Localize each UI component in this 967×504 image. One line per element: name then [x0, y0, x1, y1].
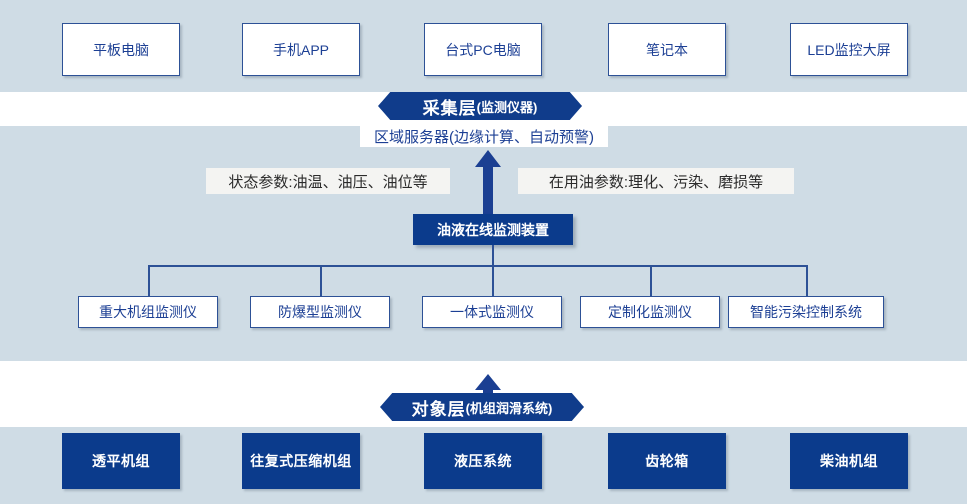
in-service-oil-parameters-text: 在用油参数:理化、污染、磨损等 [548, 173, 764, 191]
connector-horizontal-bus [148, 265, 808, 267]
monitor-box-major-unit[interactable]: 重大机组监测仪 [78, 296, 218, 328]
terminal-box-desktop-pc[interactable]: 台式PC电脑 [424, 23, 542, 76]
equipment-box-turbine-unit[interactable]: 透平机组 [62, 433, 180, 489]
object-layer-subtitle: (机组润滑系统) [465, 400, 553, 416]
terminal-label: 笔记本 [646, 41, 688, 58]
monitor-box-integrated[interactable]: 一体式监测仪 [422, 296, 562, 328]
equipment-box-gearbox[interactable]: 齿轮箱 [608, 433, 726, 489]
edge-server-label: 区域服务器(边缘计算、自动预警) [360, 125, 608, 147]
terminal-label: 手机APP [272, 41, 329, 58]
connector-drop-4 [650, 265, 652, 298]
terminal-label: LED监控大屏 [807, 41, 891, 58]
equipment-label: 往复式压缩机组 [250, 453, 352, 469]
equipment-label: 透平机组 [92, 453, 150, 469]
monitor-label: 防爆型监测仪 [278, 304, 362, 320]
acquisition-layer-banner: 采集层 (监测仪器) [378, 92, 582, 120]
edge-server-text: 区域服务器(边缘计算、自动预警) [374, 128, 594, 146]
monitor-box-smart-contamination-control[interactable]: 智能污染控制系统 [728, 296, 884, 328]
terminal-box-led-screen[interactable]: LED监控大屏 [790, 23, 908, 76]
equipment-label: 齿轮箱 [645, 453, 689, 469]
terminal-label: 平板电脑 [93, 41, 149, 58]
equipment-label: 液压系统 [454, 453, 512, 469]
connector-drop-1 [148, 265, 150, 298]
connector-drop-2 [320, 265, 322, 298]
upward-arrow-to-acquisition [474, 374, 502, 406]
acquisition-layer-title: 采集层 [422, 98, 477, 118]
equipment-box-reciprocating-compressor[interactable]: 往复式压缩机组 [242, 433, 360, 489]
oil-online-monitoring-device-label: 油液在线监测装置 [437, 221, 549, 238]
monitor-box-explosion-proof[interactable]: 防爆型监测仪 [250, 296, 390, 328]
state-parameters-text: 状态参数:油温、油压、油位等 [228, 173, 428, 191]
monitor-label: 智能污染控制系统 [750, 304, 862, 320]
equipment-box-hydraulic-system[interactable]: 液压系统 [424, 433, 542, 489]
equipment-box-diesel-unit[interactable]: 柴油机组 [790, 433, 908, 489]
monitor-label: 定制化监测仪 [608, 304, 692, 320]
terminal-box-tablet[interactable]: 平板电脑 [62, 23, 180, 76]
monitor-box-customized[interactable]: 定制化监测仪 [580, 296, 720, 328]
oil-online-monitoring-device-box[interactable]: 油液在线监测装置 [413, 214, 573, 245]
terminal-box-laptop[interactable]: 笔记本 [608, 23, 726, 76]
monitor-label: 一体式监测仪 [450, 304, 534, 320]
terminal-box-mobile-app[interactable]: 手机APP [242, 23, 360, 76]
equipment-label: 柴油机组 [820, 453, 878, 469]
terminal-label: 台式PC电脑 [445, 41, 521, 58]
connector-drop-3 [492, 265, 494, 298]
upward-arrow-to-server [474, 150, 502, 216]
in-service-oil-parameters-label: 在用油参数:理化、污染、磨损等 [518, 168, 794, 194]
object-layer-banner: 对象层 (机组润滑系统) [380, 393, 584, 421]
monitor-label: 重大机组监测仪 [99, 304, 197, 320]
object-layer-title: 对象层 [411, 399, 466, 419]
acquisition-layer-subtitle: (监测仪器) [476, 99, 538, 115]
connector-device-stem [492, 245, 494, 265]
connector-drop-5 [806, 265, 808, 298]
state-parameters-label: 状态参数:油温、油压、油位等 [206, 168, 450, 194]
